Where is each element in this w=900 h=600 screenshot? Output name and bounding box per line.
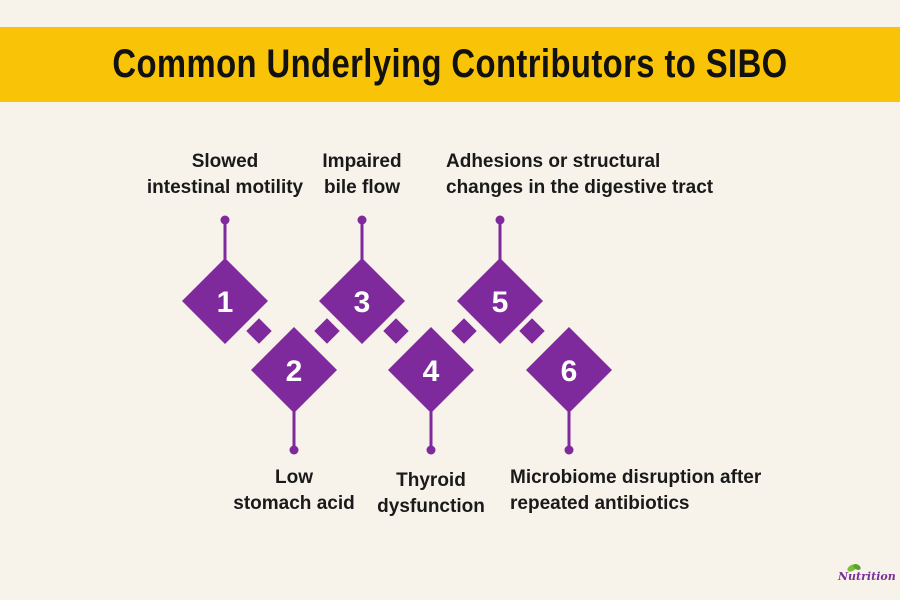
connector-3-4 <box>383 318 409 344</box>
step-6-label: Microbiome disruption after repeated ant… <box>510 467 762 514</box>
pin-2 <box>289 408 299 455</box>
step-6-diamond <box>526 327 612 413</box>
step-2-number: 2 <box>286 355 303 388</box>
brand-logo: Nutrition <box>838 562 896 592</box>
page-title: Common Underlying Contributors to SIBO <box>112 42 788 86</box>
step-5-diamond <box>457 258 543 344</box>
step-5-label: Adhesions or structural changes in the d… <box>446 151 714 198</box>
step-1-label: Slowed intestinal motility <box>146 151 304 198</box>
leaf-icon <box>847 564 861 572</box>
connector-2-3 <box>314 318 340 344</box>
step-1-number: 1 <box>217 286 234 319</box>
step-3-label: Impaired bile flow <box>322 151 402 198</box>
step-3-diamond <box>319 258 405 344</box>
step-4-number: 4 <box>423 355 440 388</box>
connector-5-6 <box>519 318 545 344</box>
step-3-number: 3 <box>354 286 371 319</box>
step-4-label: Thyroid dysfunction <box>377 470 485 517</box>
pin-4 <box>426 408 436 455</box>
step-5-number: 5 <box>492 286 509 319</box>
step-6-number: 6 <box>561 355 578 388</box>
step-2-diamond <box>251 327 337 413</box>
pin-5 <box>495 215 505 262</box>
logo-text: Nutrition <box>838 570 896 583</box>
step-2-label: Low stomach acid <box>233 467 355 514</box>
pin-3 <box>357 215 367 262</box>
connector-4-5 <box>451 318 477 344</box>
pin-1 <box>220 215 230 262</box>
step-1-diamond <box>182 258 268 344</box>
title-banner: Common Underlying Contributors to SIBO <box>0 27 900 102</box>
connector-1-2 <box>246 318 272 344</box>
step-4-diamond <box>388 327 474 413</box>
pin-6 <box>564 408 574 455</box>
